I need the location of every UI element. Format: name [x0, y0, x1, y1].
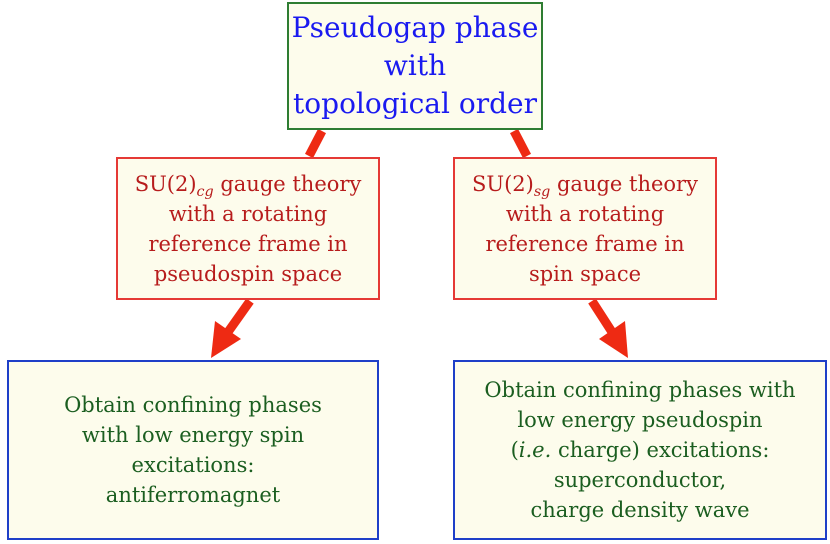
pseudogap-phase-box: Pseudogap phase with topological order — [287, 2, 543, 130]
arrow-right-shaft — [588, 298, 616, 335]
right-mid-line-2: with a rotating — [505, 201, 665, 226]
left-mid-line-4: pseudospin space — [153, 261, 343, 286]
right-bottom-line-1: Obtain confining phases with — [484, 378, 796, 402]
arrow-left-head — [211, 321, 241, 358]
right-mid-heading: SU(2)sg gauge theory — [472, 169, 698, 199]
right-bottom-line-3: (i.e. charge) excitations: — [511, 435, 770, 465]
su2-cg-gauge-theory-box: SU(2)cg gauge theory with a rotating ref… — [116, 157, 380, 300]
antiferromagnet-outcome-box: Obtain confining phases with low energy … — [7, 360, 379, 540]
left-mid-heading: SU(2)cg gauge theory — [135, 169, 362, 199]
left-bottom-line-4: antiferromagnet — [105, 483, 281, 507]
left-bottom-line-1: Obtain confining phases — [64, 393, 322, 417]
su-suffix: gauge theory — [213, 171, 362, 196]
su-subscript-cg: cg — [196, 183, 214, 200]
right-bottom-line-2: low energy pseudospin — [517, 408, 763, 432]
su-subscript-sg: sg — [533, 183, 551, 200]
charge-excitations: charge) excitations: — [551, 438, 770, 462]
top-box-line-2: with — [383, 49, 447, 82]
paren-open: ( — [510, 438, 519, 462]
su-suffix: gauge theory — [550, 171, 698, 196]
left-bottom-line-2: with low energy spin — [81, 423, 305, 447]
right-mid-line-3: reference frame in — [485, 231, 685, 256]
su-prefix: SU(2) — [134, 171, 197, 196]
su-prefix: SU(2) — [472, 171, 534, 196]
arrow-left-shaft — [224, 298, 254, 335]
connector-top-to-left — [305, 128, 326, 159]
left-mid-line-3: reference frame in — [148, 231, 348, 256]
arrow-right-head — [599, 321, 628, 358]
connector-top-to-right — [510, 128, 531, 159]
right-bottom-line-4: superconductor, — [553, 468, 727, 492]
su2-sg-gauge-theory-box: SU(2)sg gauge theory with a rotating ref… — [453, 157, 717, 300]
top-box-line-3: topological order — [293, 87, 537, 120]
top-box-line-1: Pseudogap phase — [291, 11, 539, 44]
left-mid-line-2: with a rotating — [168, 201, 328, 226]
left-bottom-line-3: excitations: — [131, 453, 255, 477]
right-mid-line-4: spin space — [528, 261, 642, 286]
superconductor-outcome-box: Obtain confining phases with low energy … — [453, 360, 827, 540]
ie-abbrev: i.e. — [518, 438, 552, 462]
right-bottom-line-5: charge density wave — [530, 498, 750, 522]
